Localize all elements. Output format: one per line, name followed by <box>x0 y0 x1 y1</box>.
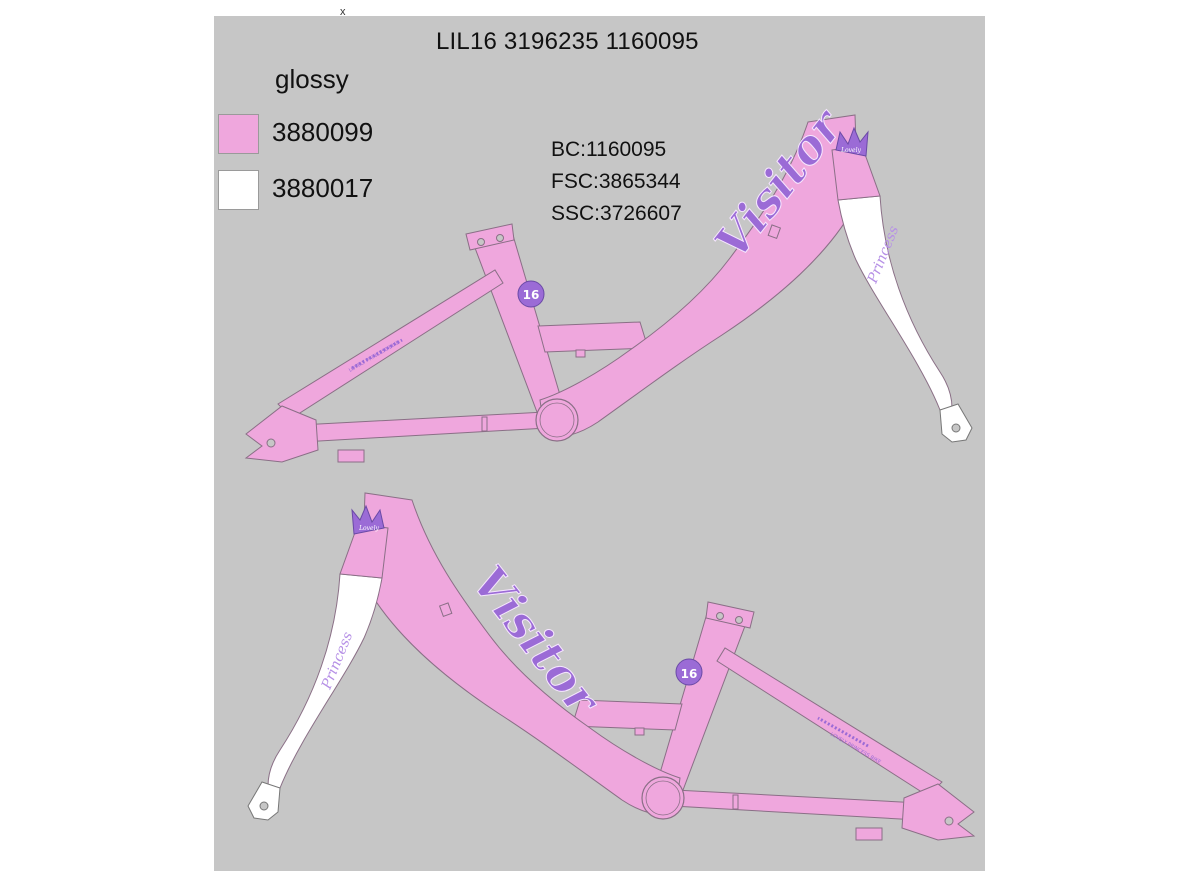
color-code-pink: 3880099 <box>272 117 374 147</box>
frame-drawing-left-side <box>246 491 976 842</box>
spec-ssc-label: SSC: <box>551 202 601 225</box>
crown-text-top: Lovely <box>840 147 861 154</box>
color-swatch-pink <box>218 114 259 154</box>
size-badge-bottom: 16 <box>681 667 698 681</box>
color-swatch-white <box>218 170 259 210</box>
spec-ssc: SSC:3726607 <box>551 202 682 226</box>
spec-fsc: FSC:3865344 <box>551 170 681 194</box>
spec-bc-label: BC: <box>551 138 587 161</box>
frame-drawing-right-side: Visitor Princess 16 Lovely LOVELY PRINCE… <box>244 97 974 464</box>
spec-fsc-value: 3865344 <box>598 170 681 193</box>
spec-bc: BC:1160095 <box>551 138 666 162</box>
spec-fsc-label: FSC: <box>551 170 599 193</box>
spec-ssc-value: 3726607 <box>600 202 682 225</box>
color-code-white: 3880017 <box>272 173 374 203</box>
crop-mark: x <box>340 6 346 18</box>
page-title: LIL16 3196235 1160095 <box>436 28 699 55</box>
spec-bc-value: 1160095 <box>586 138 667 161</box>
frame-art-bottom <box>246 491 976 842</box>
frame-art-top <box>244 113 974 464</box>
finish-label: glossy <box>275 64 349 94</box>
crown-text-bottom: Lovely <box>358 525 379 532</box>
size-badge-top: 16 <box>523 288 540 302</box>
